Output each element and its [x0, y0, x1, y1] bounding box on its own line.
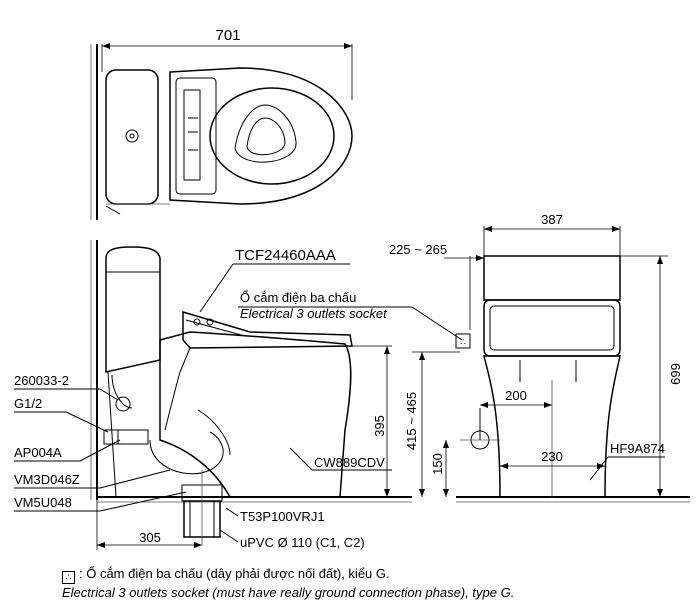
part-ap004a: AP004A [14, 445, 62, 460]
dim-150: 150 [430, 453, 445, 475]
dim-305: 305 [139, 530, 161, 545]
part-upvc-110: uPVC Ø 110 (C1, C2) [240, 535, 365, 550]
dim-225-265: 225 ~ 265 [389, 242, 447, 257]
top-view: 701 [90, 27, 353, 220]
socket-symbol-icon: ∴ [62, 571, 75, 584]
seat-model-label: TCF24460AAA [235, 247, 336, 264]
dim-230: 230 [541, 449, 563, 464]
dim-699: 699 [668, 363, 683, 385]
dim-200: 200 [505, 388, 527, 403]
dim-387: 387 [541, 212, 563, 227]
side-view: 305 395 415 ~ 465 [90, 240, 460, 550]
dim-415-465: 415 ~ 465 [404, 392, 419, 450]
part-callouts: 260033-2 G1/2 AP004A VM3D046Z VM5U048 [14, 373, 187, 512]
part-hf9a874: HF9A874 [610, 441, 665, 456]
dim-701: 701 [215, 27, 240, 44]
outlet-label-en: Electrical 3 outlets socket [240, 306, 388, 321]
svg-text:∴: ∴ [460, 337, 466, 347]
outlet-label-vi: Ổ cắm điện ba chấu [240, 290, 356, 305]
front-view: 387 225 ~ 265 ∴ 699 200 150 230 HF9A874 [389, 212, 690, 503]
dim-395: 395 [372, 415, 387, 437]
footnote-en: Electrical 3 outlets socket (must have r… [62, 585, 515, 600]
part-260033-2: 260033-2 [14, 373, 69, 388]
part-vm5u048: VM5U048 [14, 495, 72, 510]
footnote-vi-text: : Ổ cắm điện ba chấu (dây phải được nối … [79, 566, 390, 581]
footnote-vi: ∴ : Ổ cắm điện ba chấu (dây phải được nối… [62, 566, 390, 584]
part-g12: G1/2 [14, 396, 42, 411]
part-vm3d046z: VM3D046Z [14, 472, 80, 487]
part-cw889cdv: CW889CDV [314, 455, 385, 470]
part-t53p100vrj1: T53P100VRJ1 [240, 509, 325, 524]
